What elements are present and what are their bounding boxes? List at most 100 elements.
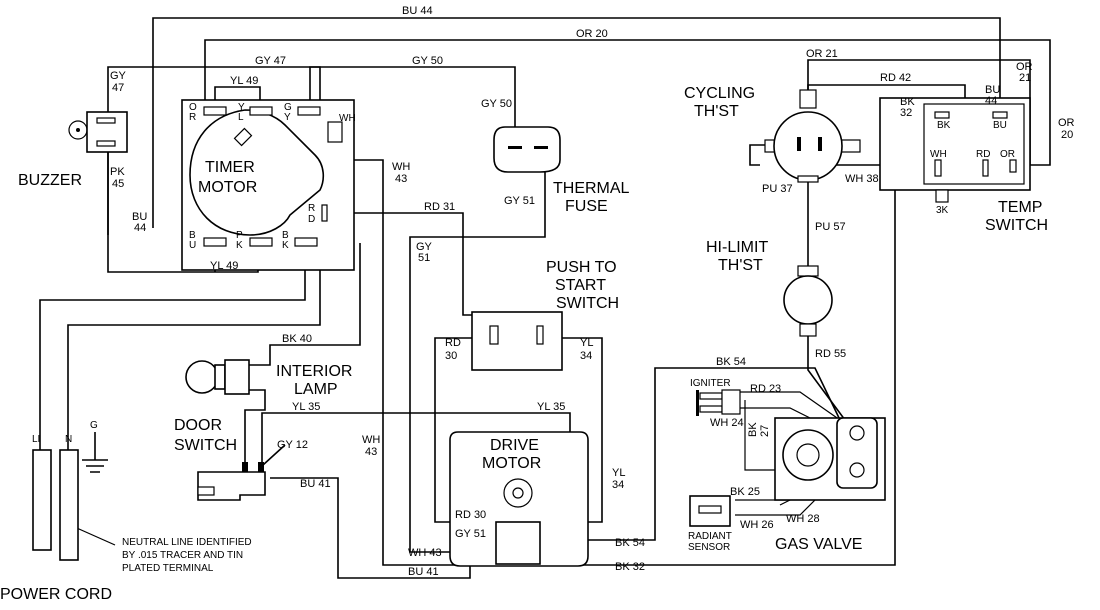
igniter [696, 389, 741, 416]
radiant-sensor-label-2: SENSOR [688, 542, 730, 553]
power-cord-l1-prong [32, 449, 52, 551]
wire-label: GY 50 [412, 55, 443, 67]
wire-label: YL 35 [537, 401, 565, 413]
drive-motor-switch [495, 521, 541, 565]
timer-pk-letter-1: P [236, 230, 243, 241]
wire-bu41 [270, 477, 471, 579]
wire-label: WH 43 [408, 547, 442, 559]
wire-label: WH 24 [710, 417, 744, 429]
wire-label: BK 32 [615, 561, 645, 573]
wire-label: BU 41 [300, 478, 331, 490]
temp-switch-wh-label: WH [930, 149, 947, 160]
timer-yl-letter-2: L [238, 112, 244, 123]
timer-terminal-pk [249, 237, 273, 247]
push-start-label-1: PUSH TO [546, 259, 617, 276]
hi-limit-body [783, 275, 833, 325]
thermal-fuse-terminal-1 [508, 146, 522, 149]
temp-switch-terminal-bu [992, 111, 1008, 119]
wire-label: BK 54 [615, 537, 645, 549]
hi-limit-terminal-top [797, 265, 819, 277]
lamp-neck [214, 364, 226, 390]
wire-label: YL [612, 467, 625, 479]
wire-label: WH [392, 161, 410, 173]
wire-label: PK [110, 166, 125, 178]
note-line-3: PLATED TERMINAL [122, 563, 214, 574]
wire-label: RD 55 [815, 348, 846, 360]
timer-terminal-bk [294, 237, 318, 247]
wire-yl49-top [214, 86, 261, 105]
timer-gy-letter-2: Y [284, 112, 291, 123]
cycling-thermostat [764, 89, 861, 183]
temp-switch-rd-label: RD [976, 149, 990, 160]
wire-label: 27 [759, 425, 771, 437]
wire-label: 34 [612, 479, 624, 491]
drive-motor-label-2: MOTOR [482, 455, 541, 472]
temp-switch-terminal-wh [934, 159, 942, 177]
timer-or-letter-1: O [189, 102, 197, 113]
cord-n-label: N [65, 434, 72, 445]
gas-valve-terminal-2 [849, 462, 865, 478]
wire-label: RD 23 [750, 383, 781, 395]
timer-bu-letter-1: B [189, 230, 196, 241]
drive-motor-label-1: DRIVE [490, 437, 539, 454]
power-cord [32, 449, 108, 561]
timer-gy-letter-1: G [284, 102, 292, 113]
wire-label: RD 31 [424, 201, 455, 213]
power-cord-label: POWER CORD [0, 586, 112, 603]
wire-label: BU 41 [408, 566, 439, 578]
push-switch-terminal-2 [536, 325, 544, 345]
buzzer [68, 111, 128, 153]
push-switch-body [471, 311, 563, 371]
timer-pk-letter-2: K [236, 240, 243, 251]
wire-label: BU [132, 211, 147, 223]
wire-bk54 [575, 367, 841, 541]
wire-label: GY 47 [255, 55, 286, 67]
wire-label: OR [1058, 117, 1075, 129]
door-switch-terminal-2 [258, 462, 264, 472]
radiant-sensor [689, 495, 731, 527]
cord-g-label: G [90, 420, 98, 431]
wire-label: BU [985, 84, 1000, 96]
wire-label: BK [747, 422, 759, 437]
wire-label: 44 [985, 95, 997, 107]
wire-rd23 [740, 391, 841, 421]
timer-terminal-wh [327, 121, 343, 143]
wire-bk-cord [39, 248, 306, 535]
temp-switch-terminal-or [1009, 159, 1017, 173]
wire-gy50 [309, 66, 516, 128]
door-switch-label-2: SWITCH [174, 437, 237, 454]
wire-label: GY [416, 241, 433, 253]
drive-motor-shaft [512, 487, 524, 499]
wire-label: 43 [365, 446, 377, 458]
wire-label: 20 [1061, 129, 1073, 141]
timer-terminal-bu [203, 237, 227, 247]
gas-valve-coil-block [836, 417, 878, 489]
wire-label: 34 [580, 350, 592, 362]
temp-switch-3k-label: 3K [936, 205, 949, 216]
wire-bk-cord-2 [67, 248, 321, 530]
wire-label: WH [362, 434, 380, 446]
timer-rd-letter-2: D [308, 214, 315, 225]
wire-label: GY [110, 70, 127, 82]
igniter-label: IGNITER [690, 378, 731, 389]
lamp-socket [224, 359, 250, 395]
door-switch-terminal-1 [242, 462, 248, 472]
temp-switch-terminal-bk [934, 111, 950, 119]
wire-label: 45 [112, 178, 124, 190]
radiant-sensor-label-1: RADIANT [688, 531, 732, 542]
wire-label: 21 [1019, 72, 1031, 84]
interior-lamp-label-2: LAMP [294, 381, 338, 398]
wire-label: OR [1016, 61, 1033, 73]
cycling-thst-label-1: CYCLING [684, 85, 755, 102]
timer-or-letter-2: R [189, 112, 196, 123]
push-to-start-switch [471, 311, 563, 371]
gas-valve-coil-core [796, 443, 820, 467]
igniter-pin-2 [699, 405, 723, 413]
wire-label: BK 40 [282, 333, 312, 345]
wire-label: WH 26 [740, 519, 774, 531]
drive-motor [449, 431, 589, 567]
timer-terminal-rd [321, 204, 328, 222]
timer-motor-label-1: TIMER [205, 159, 255, 176]
wire-label: 32 [900, 107, 912, 119]
